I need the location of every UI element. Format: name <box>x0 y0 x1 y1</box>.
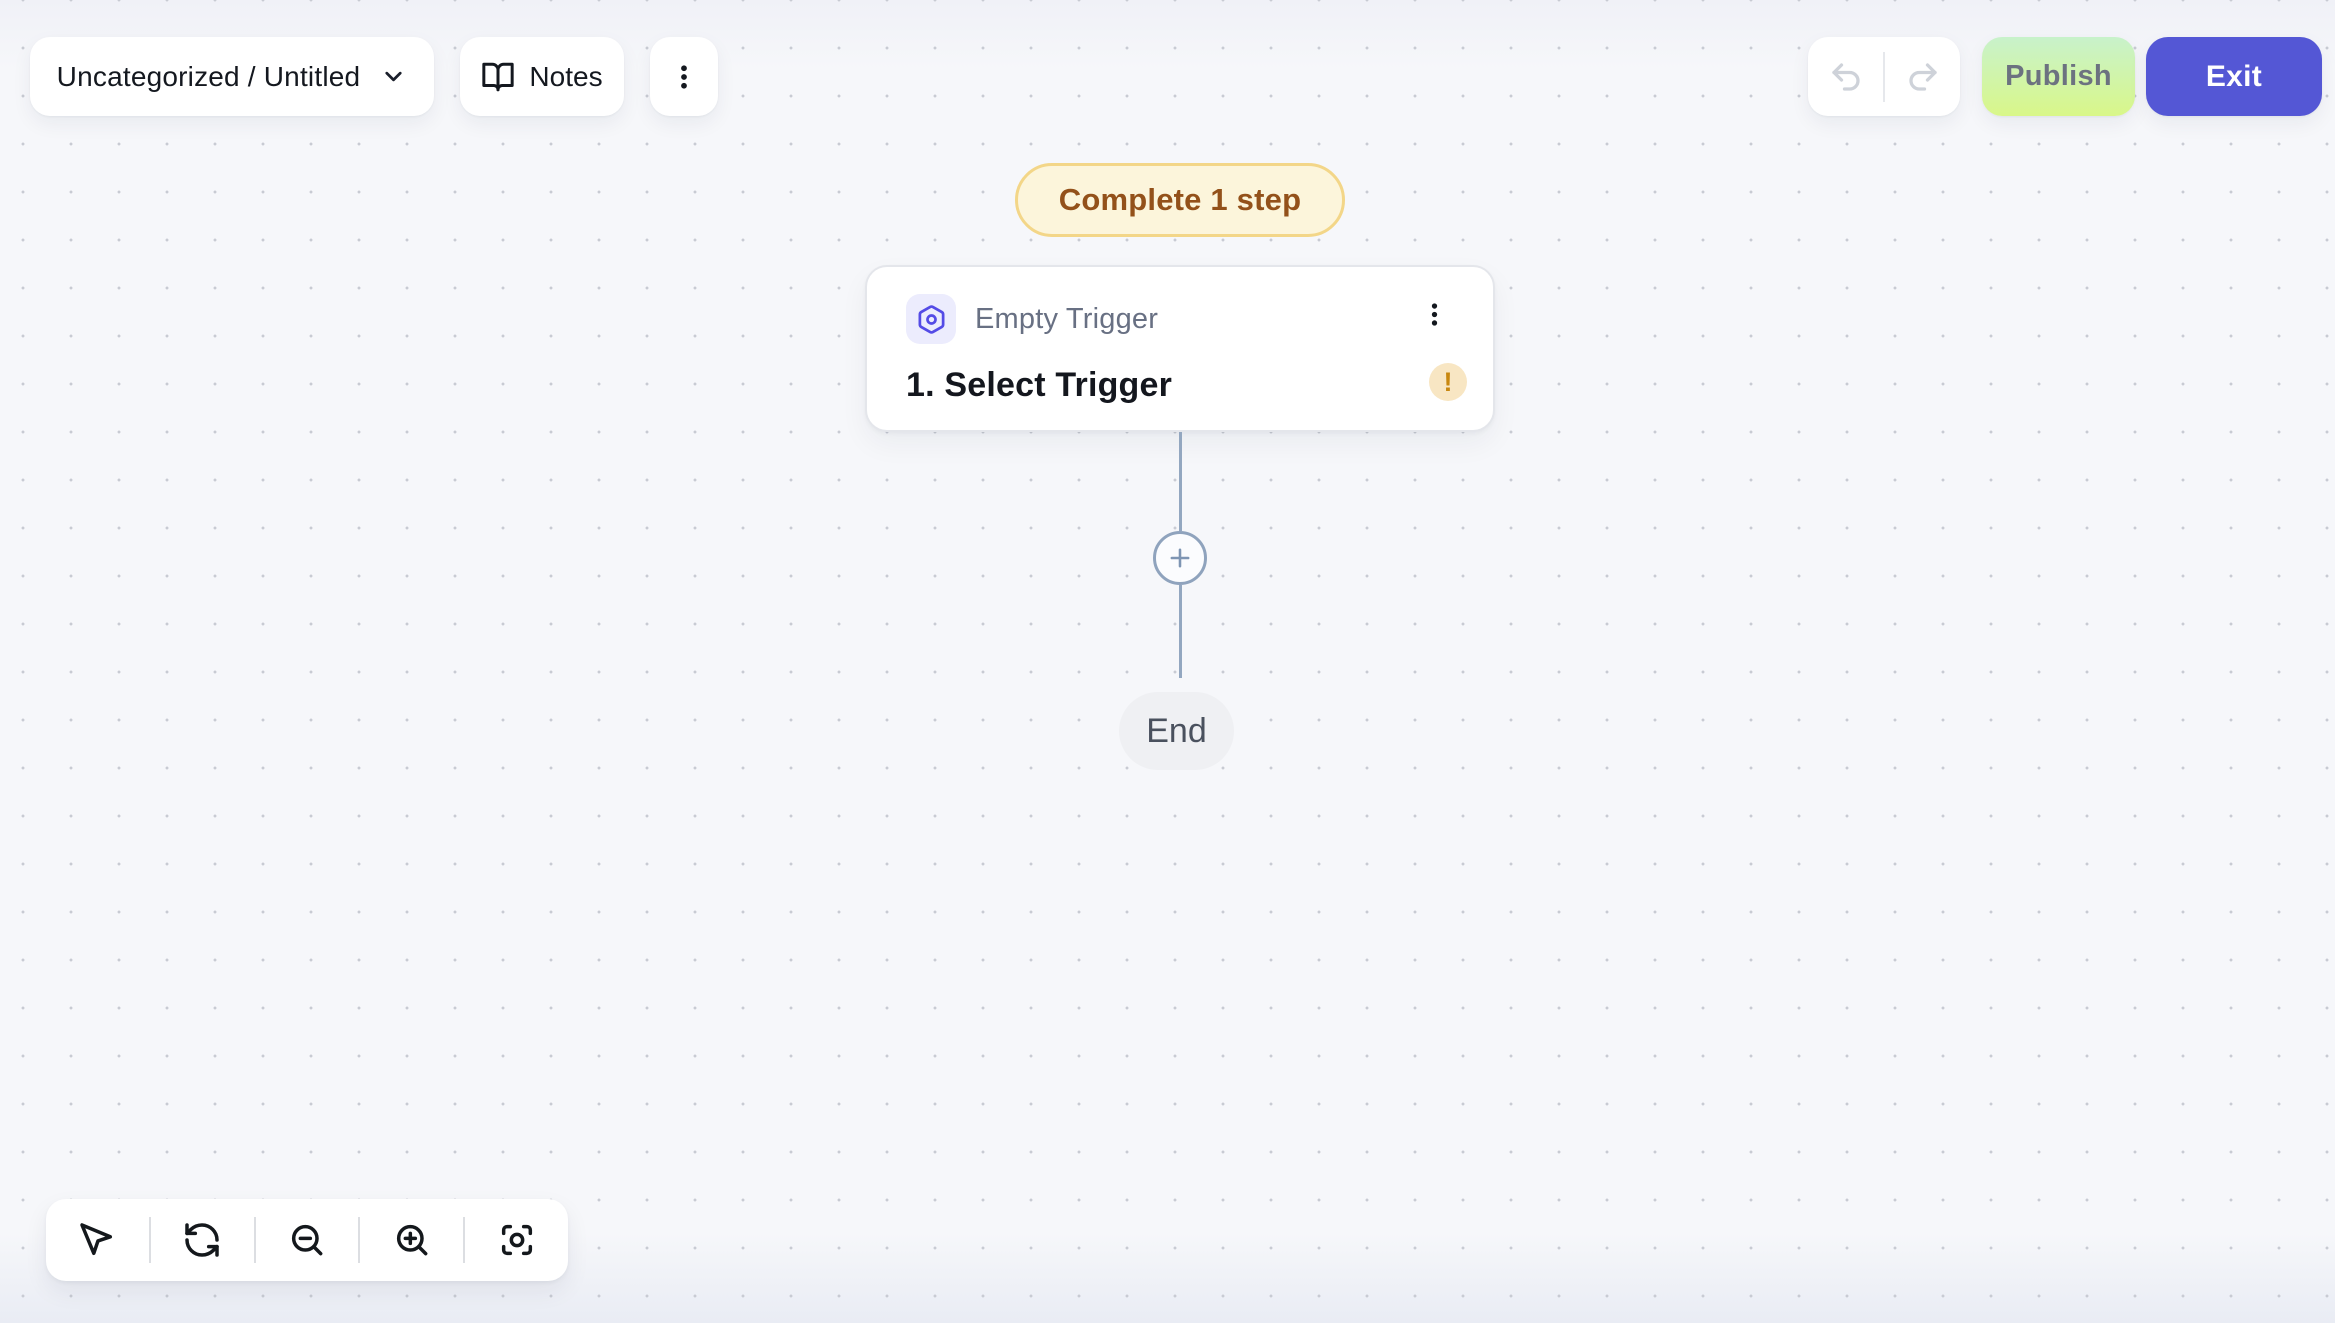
undo-button[interactable] <box>1808 37 1883 116</box>
book-open-icon <box>481 60 515 94</box>
trigger-icon-box <box>906 294 956 344</box>
trigger-step-card[interactable]: Empty Trigger 1. Select Trigger ! <box>865 265 1495 432</box>
toolbar-divider <box>253 1217 256 1263</box>
incomplete-steps-badge-label: Complete 1 step <box>1058 182 1302 217</box>
connector-line-bottom <box>1179 585 1182 678</box>
history-divider <box>1883 51 1885 102</box>
project-selector-button[interactable]: Uncategorized / Untitled <box>30 37 434 116</box>
zoom-in-button[interactable] <box>360 1199 463 1281</box>
reset-view-button[interactable] <box>151 1199 254 1281</box>
chevron-down-icon <box>380 63 407 90</box>
more-menu-button[interactable] <box>650 37 718 116</box>
redo-icon <box>1905 59 1941 95</box>
canvas-toolbar <box>46 1199 568 1281</box>
fit-view-button[interactable] <box>465 1199 568 1281</box>
trigger-card-menu-button[interactable] <box>1420 300 1449 329</box>
publish-button[interactable]: Publish <box>1982 37 2135 116</box>
warning-exclamation-icon: ! <box>1429 363 1467 401</box>
plus-icon <box>1166 544 1194 572</box>
refresh-icon <box>182 1220 222 1260</box>
connector-line-top <box>1179 432 1182 531</box>
add-step-button[interactable] <box>1153 531 1207 585</box>
focus-icon <box>497 1220 537 1260</box>
history-button-group <box>1808 37 1960 116</box>
zoom-out-icon <box>287 1220 327 1260</box>
kebab-vertical-icon <box>1420 300 1449 329</box>
trigger-card-header: Empty Trigger <box>906 294 1158 344</box>
exit-button[interactable]: Exit <box>2146 37 2322 116</box>
project-selector-label: Uncategorized / Untitled <box>56 60 361 92</box>
publish-button-label: Publish <box>2005 60 2112 92</box>
undo-icon <box>1828 59 1864 95</box>
redo-button[interactable] <box>1885 37 1960 116</box>
trigger-type-label: Empty Trigger <box>975 302 1159 335</box>
notes-button-label: Notes <box>529 60 603 92</box>
exit-button-label: Exit <box>2205 59 2263 93</box>
kebab-vertical-icon <box>669 62 699 92</box>
incomplete-steps-badge[interactable]: Complete 1 step <box>1015 163 1345 237</box>
notes-button[interactable]: Notes <box>460 37 624 116</box>
zoom-out-button[interactable] <box>256 1199 359 1281</box>
end-node-label: End <box>1146 711 1207 750</box>
empty-trigger-hexagon-icon <box>916 304 947 335</box>
mouse-pointer-icon <box>77 1220 117 1260</box>
toolbar-divider <box>358 1217 361 1263</box>
toolbar-divider <box>463 1217 466 1263</box>
toolbar-divider <box>148 1217 151 1263</box>
select-tool-button[interactable] <box>46 1199 149 1281</box>
trigger-step-title: 1. Select Trigger <box>906 365 1173 404</box>
end-node: End <box>1119 692 1234 770</box>
zoom-in-icon <box>392 1220 432 1260</box>
